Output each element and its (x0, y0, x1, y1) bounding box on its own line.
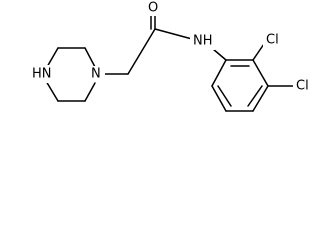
label-bg-o (145, 0, 163, 16)
bond-nh-aryl (212, 48, 227, 61)
bond-ar-5 (211, 85, 227, 112)
chloro-3-label: Cl (296, 79, 309, 94)
piperazine-nh-label: HN (32, 67, 52, 82)
piperazine-n-label: N (91, 67, 101, 82)
chloro-2-label: Cl (266, 33, 279, 48)
piperazine-ring (42, 47, 96, 102)
bond-pip-3 (84, 47, 96, 68)
bond-c-nh (154, 28, 193, 40)
amide-nh-label: NH (193, 34, 213, 49)
label-bg-cl3 (293, 77, 319, 95)
carbonyl-o-label: O (148, 1, 158, 16)
bond-ar-inner-3 (217, 85, 232, 107)
structure-diagram: HN N O NH Cl Cl (28, 0, 319, 112)
benzene-ring (211, 59, 269, 112)
label-bg-nh (190, 32, 215, 50)
label-bg-hn (28, 65, 54, 83)
bond-ar-2 (252, 59, 269, 87)
label-bg-cl2 (263, 31, 287, 49)
bond-ar-6 (211, 59, 227, 87)
bond-pip-4 (84, 82, 96, 102)
label-bg-n (88, 66, 105, 82)
bond-ar-3 (252, 85, 269, 112)
bond-ch2-c (127, 28, 156, 75)
bond-ar-inner-2 (247, 85, 263, 107)
